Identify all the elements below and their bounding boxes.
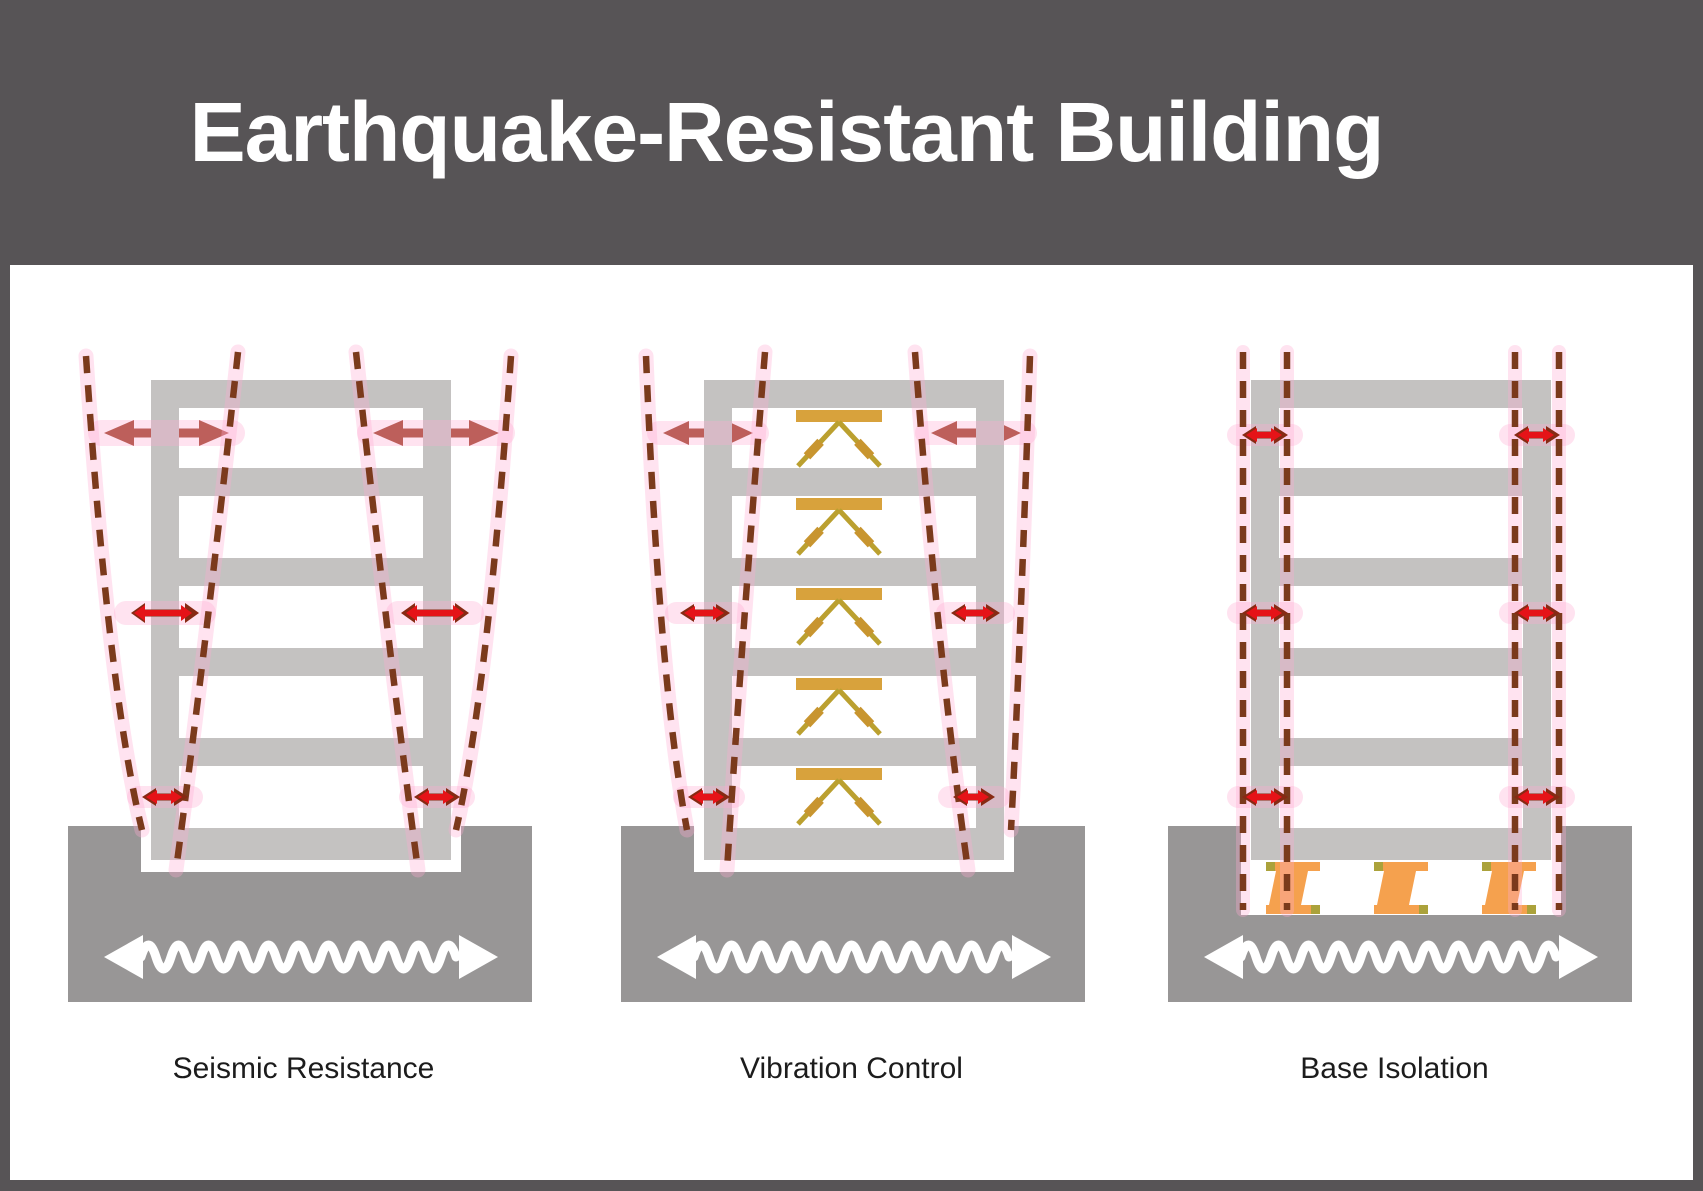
- page-title: Earthquake-Resistant Building: [189, 85, 1385, 179]
- vibration-control-diagram: [621, 344, 1085, 1002]
- sway-arrow-small-left: [142, 788, 188, 806]
- straight-dashed-outline-icon: [1239, 352, 1563, 910]
- sway-arrow-small-top-right: [1514, 426, 1560, 444]
- sway-arrow-medium-left: [131, 603, 199, 623]
- panel-vibration-control: Vibration Control: [571, 265, 1132, 1086]
- label-base-isolation: Base Isolation: [1300, 1052, 1489, 1085]
- sway-arrow-small-right: [953, 788, 995, 806]
- ground-shake-wave-icon: [1204, 935, 1598, 979]
- sway-arrow-medium-right: [951, 604, 1000, 622]
- sway-arrow-small-right: [414, 788, 460, 806]
- panel-seismic-resistance: Seismic Resistance: [10, 265, 571, 1086]
- sway-arrow-small-mid-left: [1242, 604, 1288, 622]
- ground-shake-wave-icon: [104, 935, 498, 979]
- sway-arrow-small-top-left: [1242, 426, 1288, 444]
- base-isolation-diagram: [1168, 345, 1632, 1002]
- sway-arrow-small-bottom-left: [1242, 788, 1288, 806]
- sway-arrow-small-mid-right: [1514, 604, 1560, 622]
- chevron-damper-icon: [796, 410, 882, 826]
- sway-dashed-outline-icon: [82, 351, 515, 871]
- diagram-content-area: Seismic Resistance: [10, 265, 1693, 1180]
- page-header: Earthquake-Resistant Building: [0, 0, 1703, 265]
- ground-shake-wave-icon: [657, 935, 1051, 979]
- label-vibration-control: Vibration Control: [740, 1052, 963, 1085]
- sway-arrow-small-left: [688, 788, 730, 806]
- sway-arrow-medium-right: [401, 603, 469, 623]
- sway-arrow-small-bottom-right: [1514, 788, 1560, 806]
- panel-base-isolation: Base Isolation: [1132, 265, 1693, 1086]
- seismic-resistance-diagram: [68, 344, 532, 1002]
- label-seismic-resistance: Seismic Resistance: [172, 1052, 435, 1085]
- sway-arrow-medium-left: [680, 604, 730, 622]
